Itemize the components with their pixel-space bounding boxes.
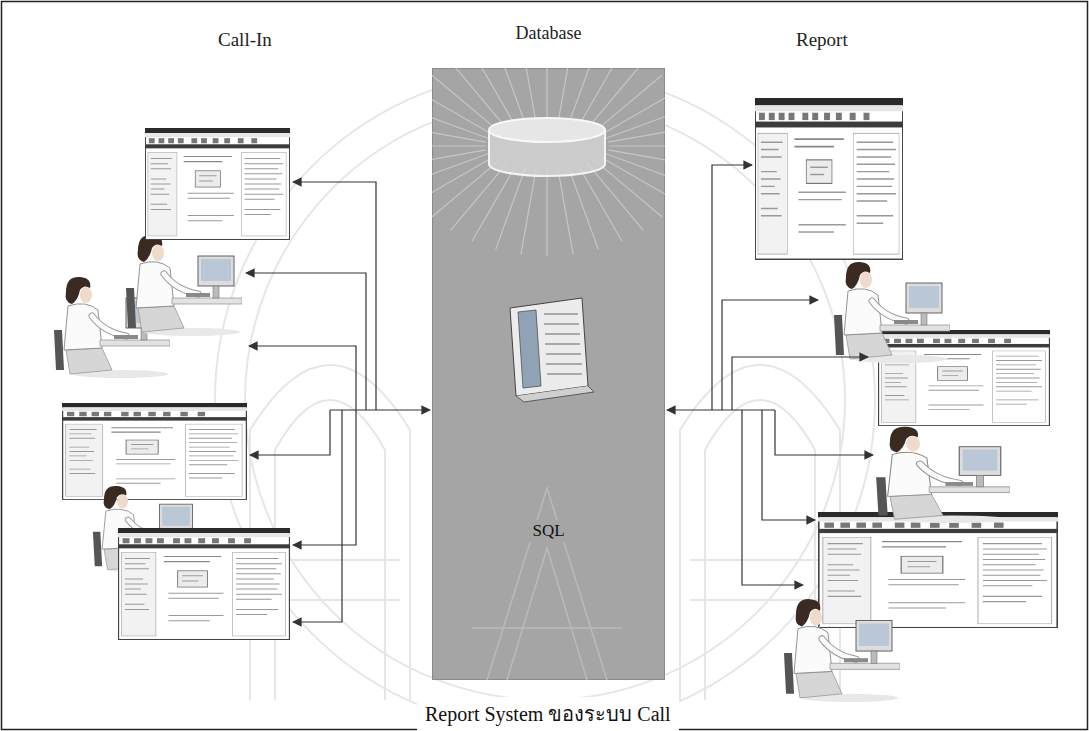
database-cylinder: [489, 118, 605, 176]
screen-shot: [878, 330, 1050, 426]
operator-figure: [834, 262, 950, 363]
call-in-arrows: [246, 182, 430, 622]
ornament: [472, 488, 622, 680]
column-heading: Report: [790, 28, 854, 52]
screen-shot: [818, 512, 1058, 627]
server-label: SQL: [526, 520, 570, 542]
light-rays: [432, 68, 665, 256]
report-arrows: [667, 165, 873, 585]
operator-figure: [876, 427, 1010, 523]
screen-shot: [145, 128, 290, 239]
band-illustration: [432, 68, 665, 680]
operator-figure: [784, 599, 900, 702]
screen-shot: [755, 98, 903, 259]
database-band: DatabaseSQL: [432, 68, 665, 680]
column-heading: Database: [510, 22, 588, 45]
figure-caption: Report System ของระบบ Call: [417, 697, 679, 731]
screen-shot: [118, 528, 290, 639]
screen-shot: [62, 403, 247, 500]
sql-server: [510, 298, 594, 402]
column-heading: Call-In: [212, 28, 278, 52]
operator-figure: [126, 235, 242, 336]
